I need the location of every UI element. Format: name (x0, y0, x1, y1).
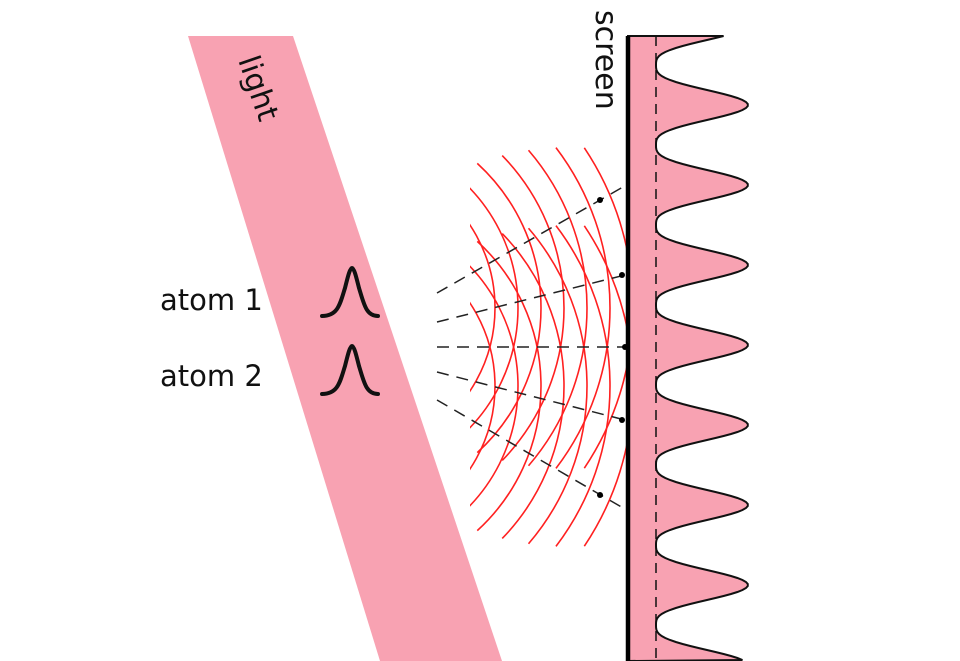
wavefront-arc (555, 147, 611, 469)
wavefronts (470, 147, 628, 547)
wavefront-arc (583, 147, 628, 469)
intensity-pattern (627, 35, 749, 661)
wavefront-arc (470, 223, 496, 393)
intersection-dot (619, 417, 625, 423)
intersection-dot (597, 197, 603, 203)
dashed-rays (436, 182, 631, 513)
intersection-dot (597, 492, 603, 498)
light-beam (188, 36, 502, 661)
gaussian-wavepacket-icon (320, 265, 380, 318)
wavefront-arc (470, 301, 496, 471)
wavefront-arc (501, 232, 565, 540)
wavefront-arc (476, 162, 542, 454)
intersection-dot (619, 272, 625, 278)
wavefront-arc (583, 225, 628, 547)
wavefront-arc (470, 265, 519, 507)
atom-2-label: atom 2 (160, 359, 263, 393)
wavefront-arc (527, 149, 588, 467)
wavefront-arc (476, 240, 542, 532)
dashed-ray (436, 371, 626, 421)
gaussian-wavepacket-icon (320, 343, 380, 396)
wavefront-arc (501, 154, 565, 462)
atom-1-label: atom 1 (160, 283, 263, 317)
screen-label: screen (588, 10, 623, 110)
wavefront-arc (527, 227, 588, 545)
dashed-ray (436, 274, 626, 323)
wavefront-arc (555, 225, 611, 547)
wavefront-arc (470, 187, 519, 429)
